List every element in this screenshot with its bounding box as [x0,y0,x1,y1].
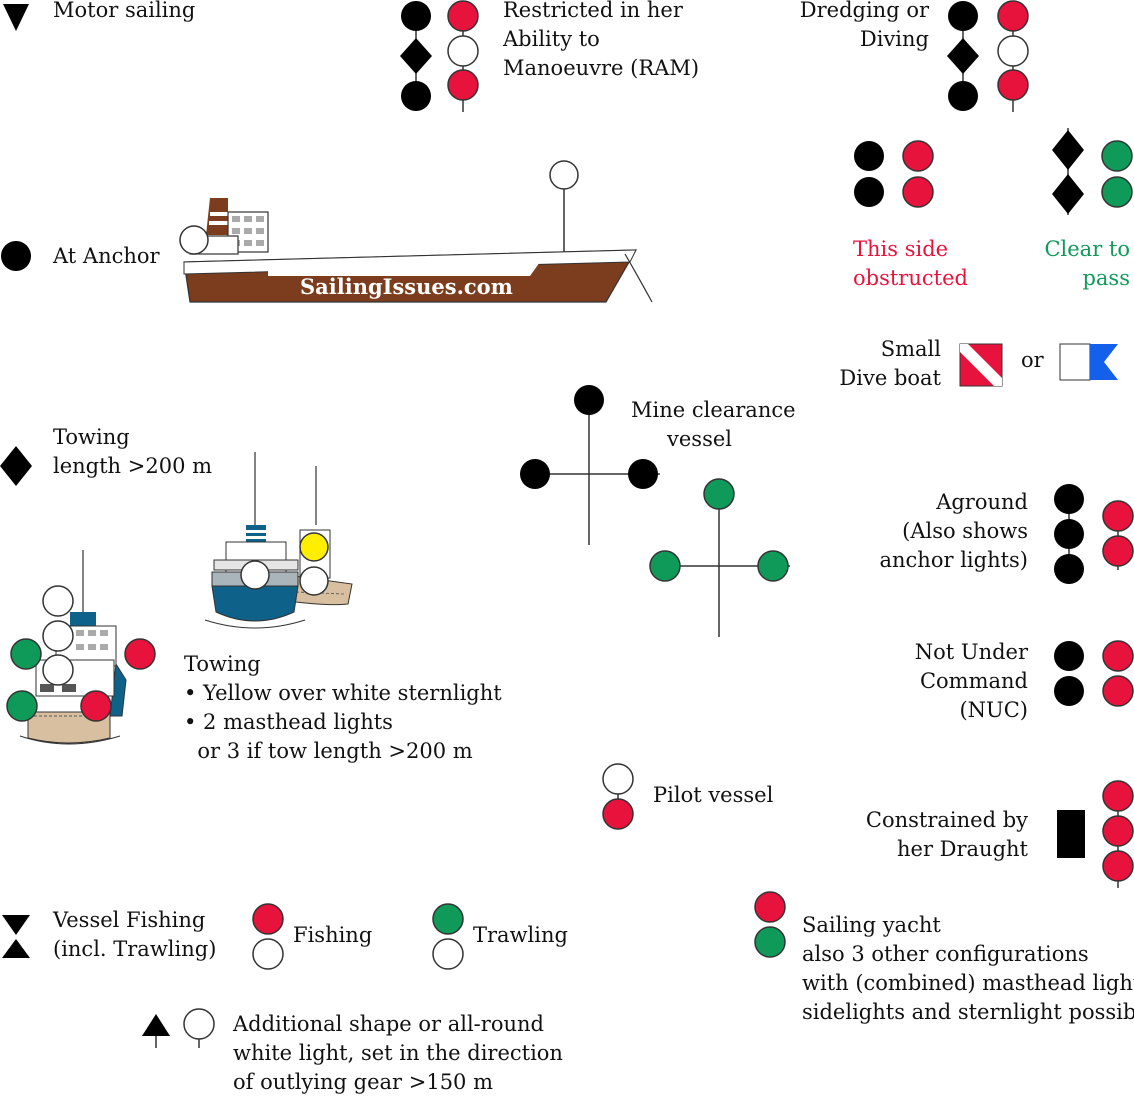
fishing-lights [252,903,284,970]
label-additional-1: Additional shape or all-round [233,1012,544,1036]
label-this-side-2: obstructed [853,266,968,290]
label-additional-3: of outlying gear >150 m [233,1070,494,1094]
draught-lights [1102,780,1134,888]
mine-clearance-lights [649,478,790,637]
label-mine-1: Mine clearance [631,398,796,422]
nuc-lights [1102,640,1134,707]
trawling-lights [432,903,464,970]
anchored-ship [179,160,653,303]
label-pilot: Pilot vessel [653,783,774,807]
label-ram-3: Manoeuvre (RAM) [503,56,700,80]
additional-gear [142,1008,215,1048]
ram-shapes [400,1,432,111]
label-dredging-2: Diving [859,27,929,51]
label-nuc-1: Not Under [914,640,1028,664]
towing-stern-view [204,452,353,629]
cone-shape [3,4,29,31]
aground-lights [1102,500,1134,570]
dredging-lights [997,0,1029,112]
label-nuc-3: (NUC) [959,698,1028,722]
label-towing-4: or 3 if tow length >200 m [184,739,473,763]
sailing-yacht-lights [754,891,786,958]
label-towing-3: • 2 masthead lights [184,710,393,734]
label-aground-2: (Also shows [902,519,1028,543]
label-towing-2: • Yellow over white sternlight [184,681,502,705]
label-towing-long-1: Towing [53,425,130,449]
label-draught-2: her Draught [897,837,1028,861]
label-towing-1: Towing [184,652,261,676]
clear-shapes [1052,128,1084,215]
label-nuc-2: Command [919,669,1028,693]
alpha-flag [1059,343,1118,381]
label-trawling: Trawling [473,923,568,947]
label-this-side-1: This side [853,237,949,261]
towing-diamond [0,446,32,486]
hourglass-shape [2,915,30,958]
pilot-lights [602,763,634,830]
towing-bow-view [6,550,156,745]
label-additional-2: white light, set in the direction [233,1041,563,1065]
label-motor-sailing: Motor sailing [53,0,196,22]
label-dive-1: Small [880,337,941,361]
label-fishing-shape-1: Vessel Fishing [53,908,206,932]
aground-shapes [1054,484,1084,584]
label-yacht-4: sidelights and sternlight possible [802,1000,1134,1024]
mine-clearance-shapes [520,385,660,545]
label-yacht-2: also 3 other configurations [802,942,1089,966]
cylinder-shape [1057,810,1085,858]
label-dredging-1: Dredging or [799,0,929,22]
nuc-shapes [1054,641,1084,706]
ram-lights [447,0,479,112]
label-towing-long-2: length >200 m [53,454,213,478]
label-ram-2: Ability to [503,27,600,51]
label-mine-2: vessel [667,427,732,451]
label-clear-1: Clear to [1044,237,1130,261]
label-yacht-3: with (combined) masthead lights, [802,971,1134,995]
clear-lights [1101,140,1133,208]
label-draught-1: Constrained by [865,808,1028,832]
dive-flag-red [959,343,1003,387]
label-fishing: Fishing [293,923,373,947]
label-yacht-1: Sailing yacht [802,913,941,937]
watermark: SailingIssues.com [300,274,513,299]
label-or: or [1021,348,1044,372]
label-aground-1: Aground [936,490,1028,514]
label-ram-1: Restricted in her [503,0,683,22]
label-fishing-shape-2: (incl. Trawling) [53,937,217,961]
label-dive-2: Dive boat [839,366,941,390]
dredging-shapes [947,1,979,111]
label-at-anchor: At Anchor [53,244,160,268]
label-clear-2: pass [1082,266,1130,290]
label-aground-3: anchor lights) [879,548,1029,572]
obstructed-lights [902,140,934,208]
obstructed-shapes [854,141,884,207]
anchor-ball [1,241,31,271]
